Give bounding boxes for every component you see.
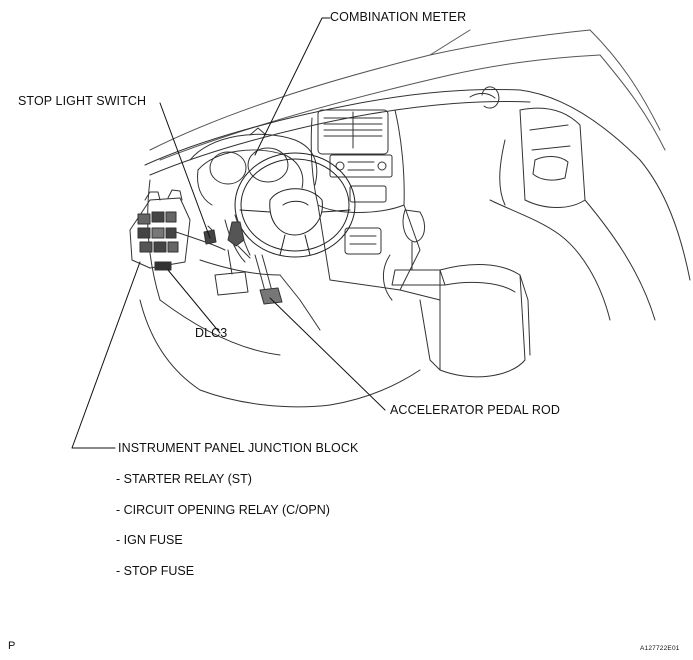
junction-item-circuit-opening-relay: - CIRCUIT OPENING RELAY (C/OPN)	[116, 503, 330, 517]
label-stop-light-switch: STOP LIGHT SWITCH	[18, 94, 147, 108]
meter-hood	[189, 127, 318, 206]
center-armrest	[419, 264, 531, 378]
label-dlc3: DLC3	[195, 326, 228, 340]
corner-mark: P	[8, 640, 16, 652]
label-instrument-panel-junction-block: INSTRUMENT PANEL JUNCTION BLOCK	[118, 441, 359, 455]
stop-light-switch-part	[203, 225, 217, 245]
junction-item-ign-fuse: - IGN FUSE	[116, 533, 183, 547]
label-accelerator-pedal-rod: ACCELERATOR PEDAL ROD	[390, 403, 560, 417]
pedals	[214, 221, 283, 305]
steering-wheel	[234, 152, 356, 258]
junction-item-stop-fuse: - STOP FUSE	[116, 564, 195, 578]
label-combination-meter: COMBINATION METER	[330, 10, 467, 24]
leader-accelerator-pedal-rod	[269, 297, 386, 411]
leader-dlc3	[167, 269, 221, 334]
door-panel	[489, 107, 656, 321]
junction-block	[129, 189, 191, 271]
gear-shifter	[383, 209, 446, 301]
figure-code: A127722E01	[640, 645, 680, 652]
leader-stop-light-switch	[159, 102, 211, 239]
junction-item-starter-relay: - STARTER RELAY (ST)	[116, 472, 252, 486]
leader-junction-block	[71, 261, 141, 449]
windshield-outline	[149, 29, 666, 161]
dashboard-upper	[144, 86, 691, 281]
leader-combination-meter	[254, 17, 331, 156]
leader-lines	[71, 17, 386, 449]
center-console	[310, 109, 441, 301]
